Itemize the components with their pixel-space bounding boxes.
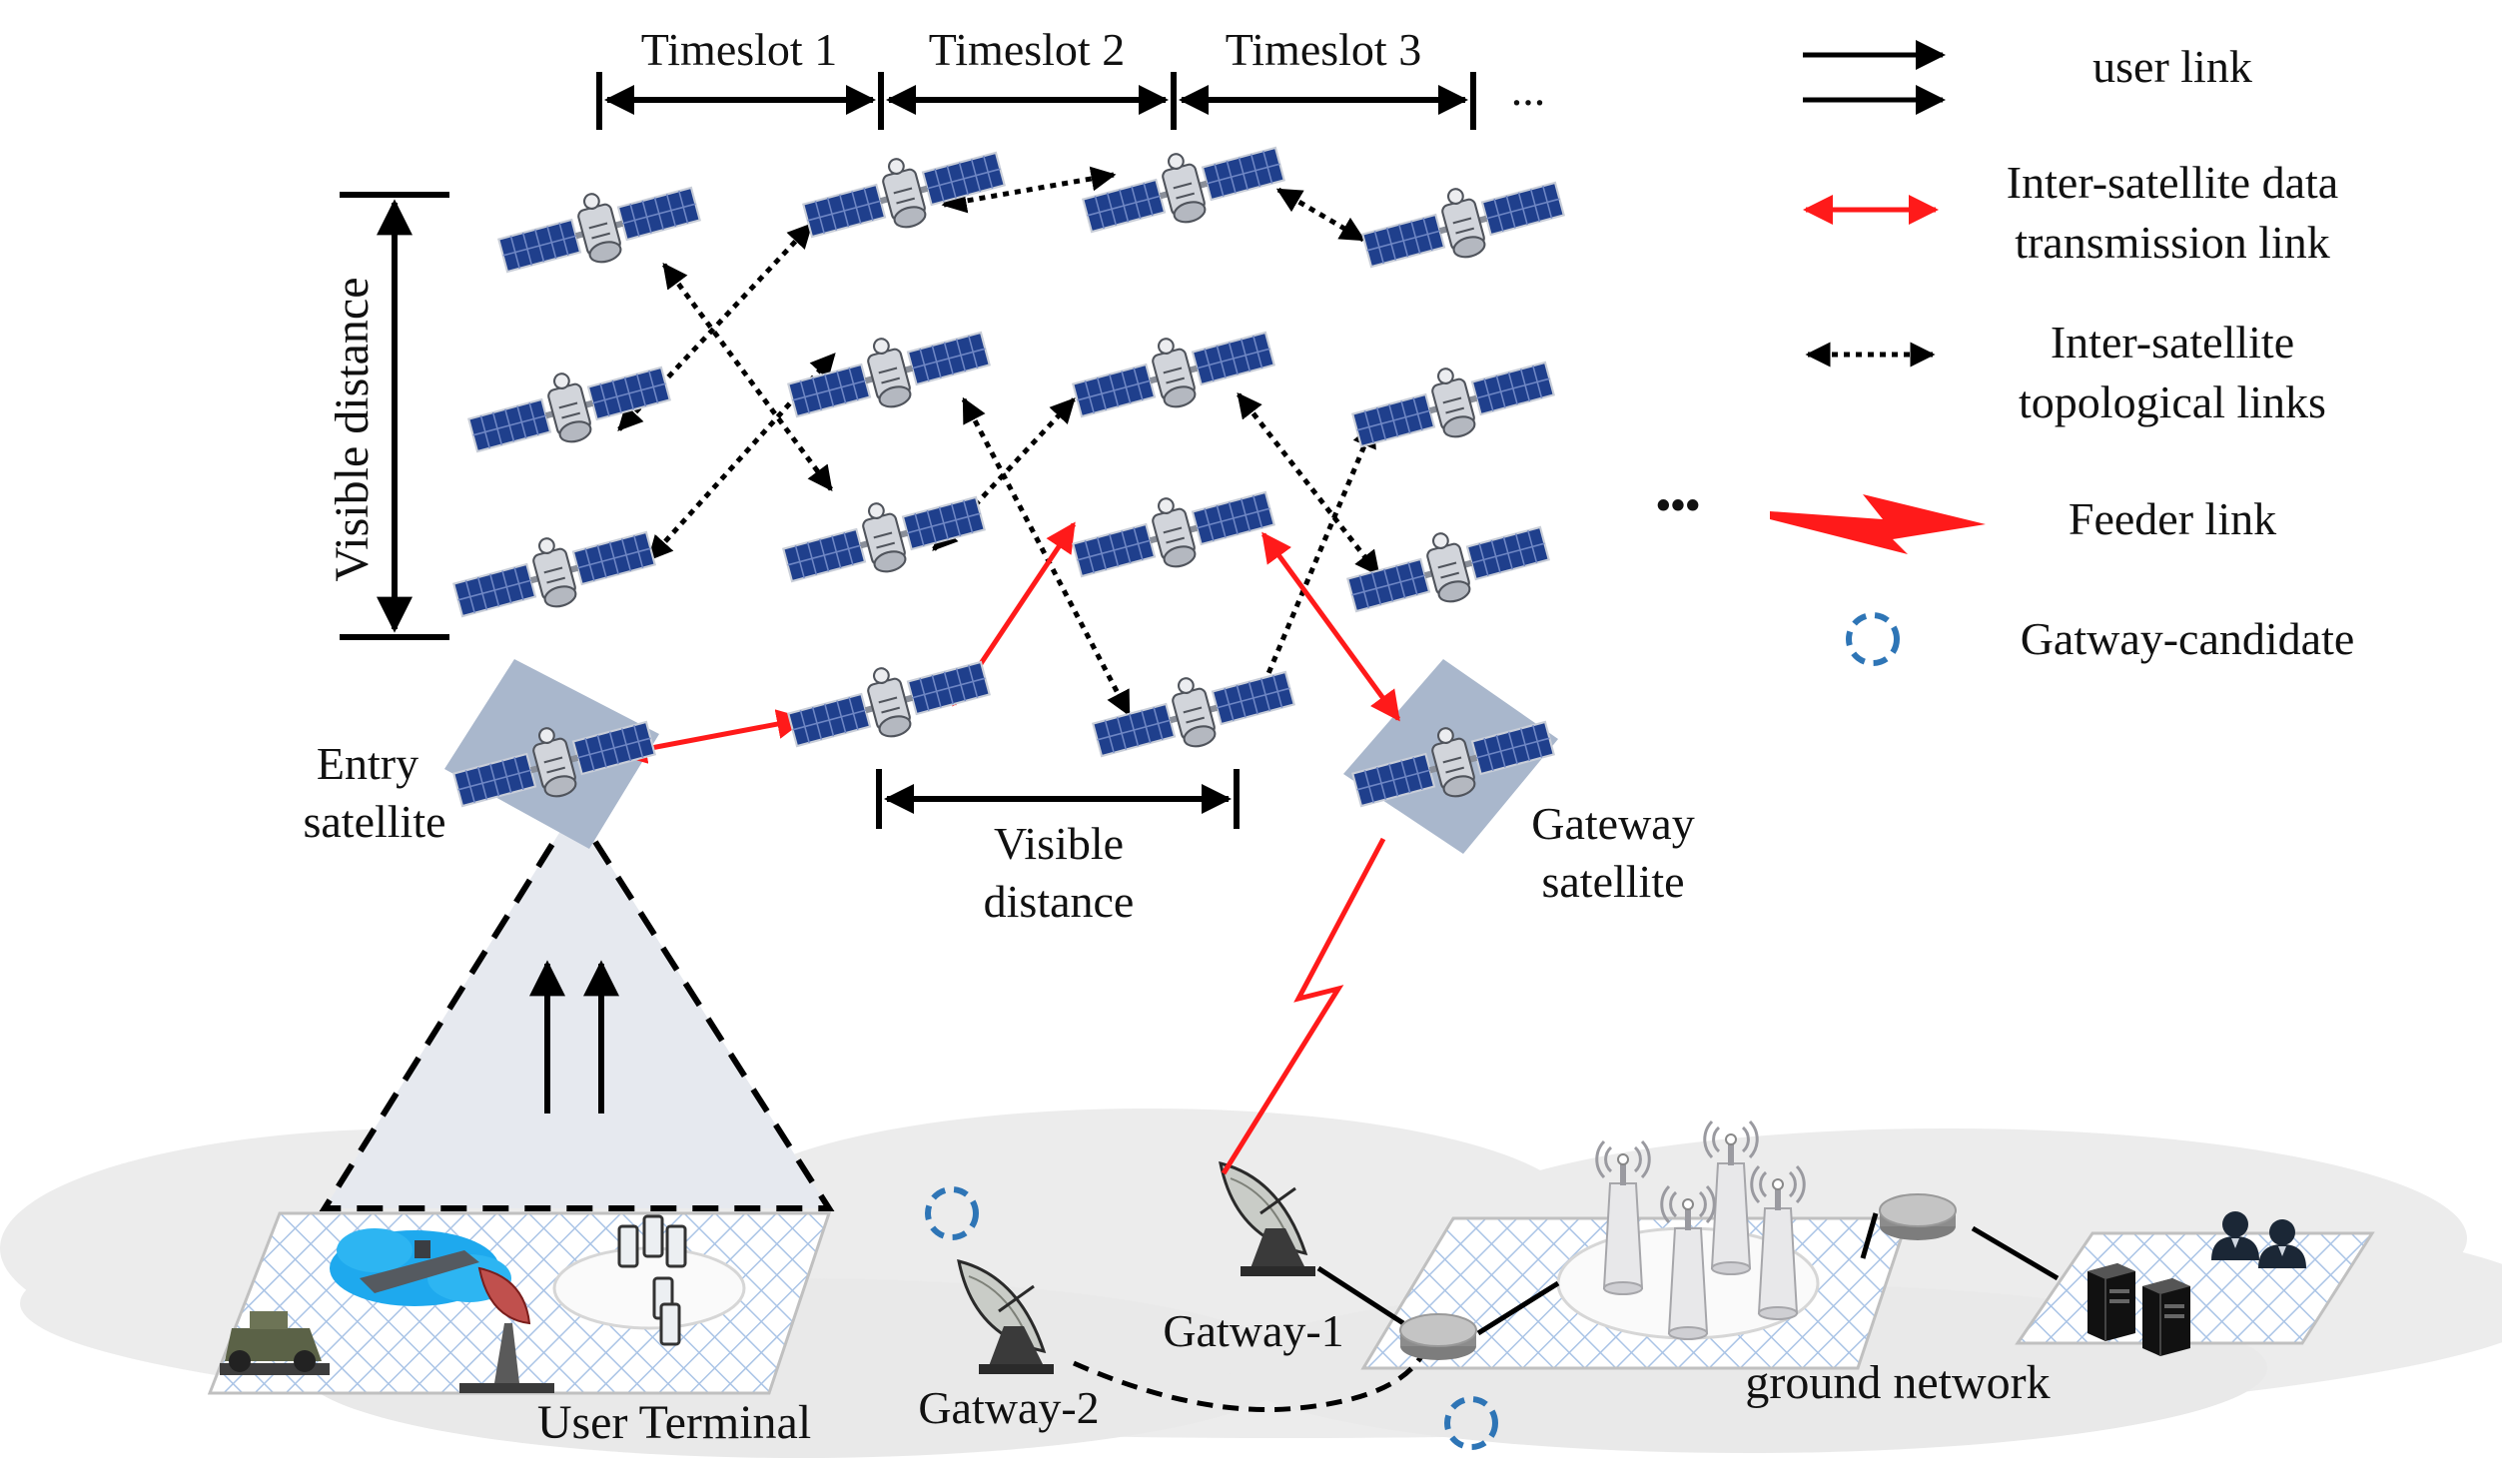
radar-antenna-icon xyxy=(459,1266,554,1393)
visible-distance-vertical-bar xyxy=(340,192,449,640)
visible-distance-horizontal-line2: distance xyxy=(984,876,1135,927)
more-satellites-ellipsis: ••• xyxy=(1656,483,1700,529)
satellite-icon xyxy=(782,641,995,763)
satellite-icon xyxy=(462,347,675,468)
legend-user-link-label: user link xyxy=(2092,41,2252,92)
entry-satellite-label-line2: satellite xyxy=(303,796,445,847)
satellite-icon xyxy=(1346,342,1559,463)
ground-network-label: ground network xyxy=(1745,1356,2050,1409)
gatway-2-label: Gatway-2 xyxy=(918,1382,1099,1433)
satellite-icon xyxy=(777,476,990,598)
legend-user-link-symbol xyxy=(1803,40,1946,115)
feeder-link xyxy=(1221,837,1386,1175)
gateway-satellite-label-line2: satellite xyxy=(1541,856,1684,907)
legend-topo-link-label-line1: Inter-satellite xyxy=(2051,317,2294,368)
satellite-icon xyxy=(1356,162,1569,284)
legend-data-link-label-line1: Inter-satellite data xyxy=(2007,157,2338,208)
timeslot-ellipsis: ... xyxy=(1511,64,1546,115)
legend: user link Inter-satellite data transmiss… xyxy=(1770,40,2355,664)
router-icon xyxy=(1399,1313,1477,1361)
legend-candidate-symbol xyxy=(1849,615,1897,663)
legend-feeder-symbol xyxy=(1770,494,1986,554)
gateway-satellite-label-line1: Gateway xyxy=(1531,798,1694,849)
entry-satellite-label-line1: Entry xyxy=(317,738,418,789)
server-icon xyxy=(2086,1262,2136,1342)
visible-distance-horizontal-bar xyxy=(876,769,1240,829)
satellite-icon xyxy=(797,132,1010,254)
armored-vehicle-icon xyxy=(220,1311,330,1375)
coverage-cone xyxy=(319,803,835,1211)
legend-feeder-label: Feeder link xyxy=(2069,493,2276,544)
visible-distance-horizontal-line1: Visible xyxy=(994,818,1124,869)
satellite-icon xyxy=(1077,127,1289,249)
satellite-icon xyxy=(1067,312,1279,433)
legend-data-link-label-line2: transmission link xyxy=(2015,217,2330,268)
satellite-icon xyxy=(1067,471,1279,593)
satellite-icon xyxy=(492,167,705,289)
timeslot-2-label: Timeslot 2 xyxy=(929,24,1125,75)
user-terminal-label: User Terminal xyxy=(537,1396,811,1449)
legend-candidate-label: Gatway-candidate xyxy=(2021,613,2355,664)
timeslot-1-label: Timeslot 1 xyxy=(641,24,837,75)
satellite-icon xyxy=(782,312,995,433)
ground-links xyxy=(1072,1212,2060,1412)
satellite-icon xyxy=(1087,651,1299,773)
server-icon xyxy=(2141,1277,2191,1357)
timeslot-bar xyxy=(596,72,1476,130)
gatway-1-label: Gatway-1 xyxy=(1163,1305,1343,1356)
router-icon xyxy=(1879,1193,1957,1241)
satellite-icon xyxy=(447,511,660,633)
handset-icon xyxy=(617,1214,687,1346)
legend-topo-link-label-line2: topological links xyxy=(2019,376,2326,427)
visible-distance-vertical-label: Visible distance xyxy=(326,277,379,581)
timeslot-3-label: Timeslot 3 xyxy=(1226,24,1421,75)
